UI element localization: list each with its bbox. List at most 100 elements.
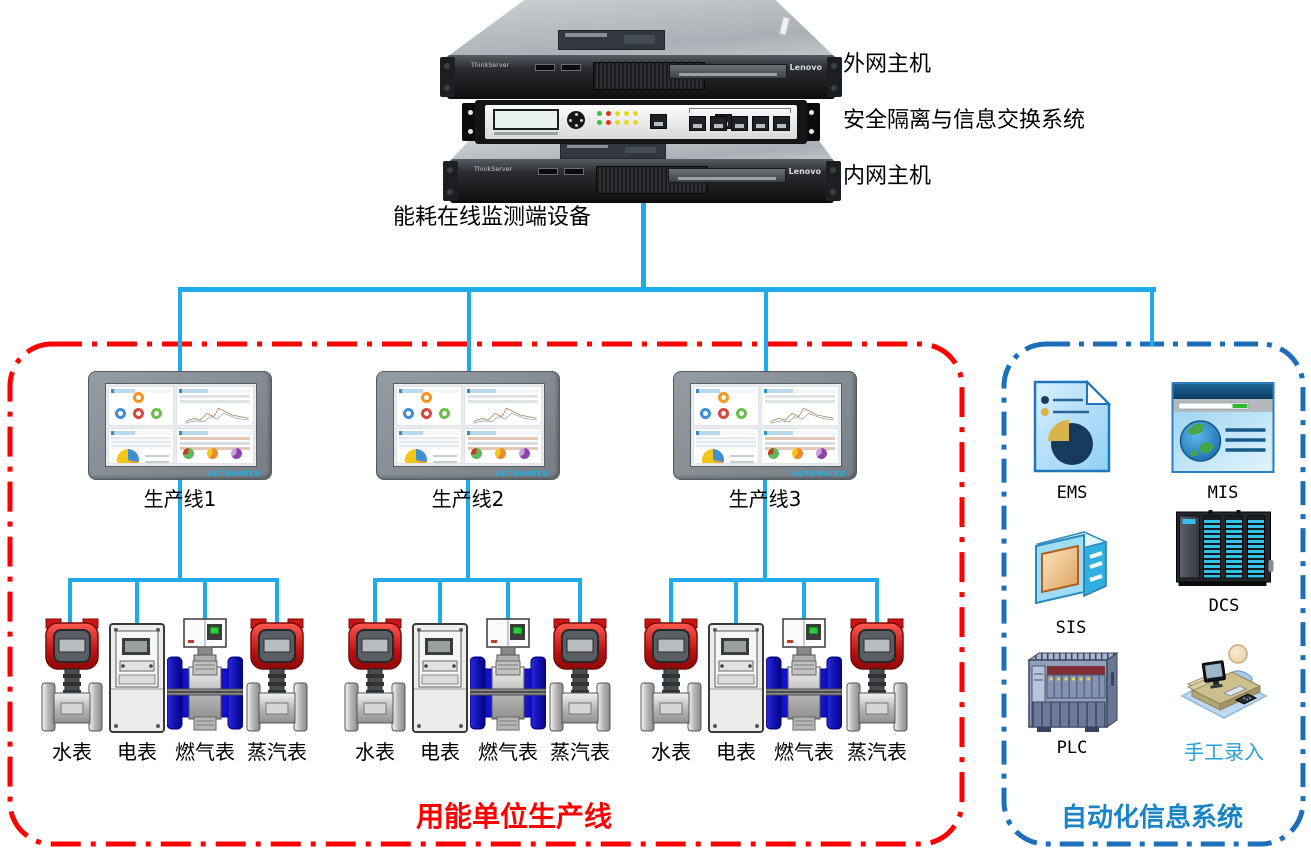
connector-segment [203,580,207,628]
dashboard-panel-pie [693,428,759,464]
connector-segment [763,478,767,582]
steam-meter: 蒸汽表 [246,612,308,765]
mis-system: MIS [1171,379,1275,503]
line-chart [770,407,834,424]
connector-segment [68,578,279,582]
line-chart [185,407,249,424]
connector-segment [275,580,279,628]
monitor-brand-text: AUTOMATED [207,470,261,478]
rack-ear [462,103,479,141]
donut-gauge [718,392,729,403]
dashboard-panel-gauges [108,386,174,426]
donut-gauge [421,408,432,419]
gas-meter: 燃气表 [766,612,842,765]
mini-pie [207,448,218,459]
thinkserver-label: ThinkServer [471,62,510,69]
gas-meter-icon [167,612,243,733]
water-meter: 水表 [41,612,103,765]
connector-segment [506,580,510,628]
monitor-screen [105,383,257,467]
electricity-meter: 电表 [109,612,165,765]
connector-segment [669,580,673,628]
monitor-screen [690,383,842,467]
electricity-meter-icon [109,612,165,733]
connector-segment [178,478,182,582]
server-cabinet-icon [1175,510,1274,588]
electricity-meter-icon [412,612,468,733]
pie-chart [405,449,427,463]
plc-label: PLC [1056,738,1088,758]
hmi-dashboard [106,384,256,466]
monitor-brand-text: AUTOMATED [495,470,549,478]
connector-segment [669,578,879,582]
meter-label: 燃气表 [478,740,538,764]
dashboard-panel-stats [176,428,254,464]
production-line-3-label: 生产线3 [728,487,802,511]
pie-chart [117,449,139,463]
connector-segment [178,287,1156,292]
connector-segment [373,580,377,628]
meter-label: 电表 [420,740,460,764]
usb-port [535,64,555,71]
connector-segment [135,580,139,628]
donut-gauge [133,408,144,419]
mini-pie [471,448,482,459]
water-meter: 水表 [640,612,702,765]
production-line-2-label: 生产线2 [431,487,505,511]
appliance-front-panel [485,105,797,139]
pie-legend [433,451,457,463]
connector-segment [438,580,442,628]
operator-desk-icon [1180,640,1268,724]
meter-label: 燃气表 [175,740,235,764]
dashboard-panel-gauges [396,386,462,426]
dashboard-panel-trend [464,386,542,426]
rack-ear [826,161,841,201]
internal-host-server: ThinkServer Lenovo [443,140,841,204]
control-pad [567,111,585,129]
rack-ear [440,57,455,97]
monitor-screen [393,383,545,467]
isolation-system-label: 安全隔离与信息交换系统 [843,108,1086,133]
meter-label: 电表 [716,740,756,764]
mini-pie [792,448,803,459]
plc-rack-icon [1025,646,1119,736]
electricity-meter-icon [708,612,764,733]
led-indicators [597,111,638,129]
ems-system: EMS [1033,379,1111,503]
ems-label: EMS [1056,483,1088,503]
donut-gauge [115,408,126,419]
meter-label: 燃气表 [774,740,834,764]
manual-entry-label: 手工录入 [1184,740,1264,764]
lenovo-logo: Lenovo [789,63,822,72]
mini-pie [816,448,827,459]
dashboard-panel-trend [761,386,839,426]
connector-segment [578,580,582,628]
donut-gauge [151,408,162,419]
mini-pie [768,448,779,459]
pie-legend [145,451,169,463]
mis-label: MIS [1207,483,1239,503]
monitor-brand-text: AUTOMATED [792,470,846,478]
usb-port [538,168,558,175]
production-zone-title: 用能单位生产线 [415,800,613,833]
meter-label: 电表 [117,740,157,764]
steam-meter-icon [549,612,611,733]
pie-legend [730,451,754,463]
browser-globe-icon [1171,379,1275,473]
usb-port [564,168,584,175]
automation-zone-title: 自动化信息系统 [1060,803,1244,833]
dcs-system: DCS [1175,510,1274,616]
server-top-surface [449,140,835,161]
external-host-server: ThinkServer Lenovo [440,0,842,100]
rack-ear [803,103,820,141]
lenovo-logo: Lenovo [788,167,821,176]
meter-label: 水表 [52,740,92,764]
donut-gauge [421,392,432,403]
water-meter-icon [640,612,702,733]
production-zone-border [7,341,965,847]
hmi-dashboard [691,384,841,466]
dashboard-panel-pie [396,428,462,464]
dashboard-panel-trend [176,386,254,426]
gas-meter: 燃气表 [470,612,546,765]
donut-gauge [403,408,414,419]
